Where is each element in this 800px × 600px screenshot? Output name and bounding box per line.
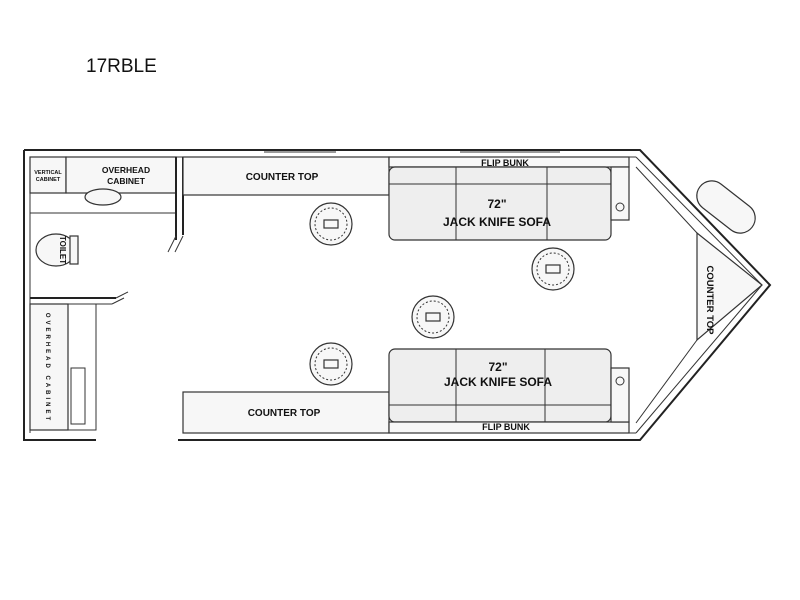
vertical-cabinet-label-1: VERTICAL bbox=[34, 170, 62, 176]
exterior-tank bbox=[696, 180, 756, 234]
toilet: TOILET bbox=[35, 233, 79, 267]
front-counter-top: COUNTER TOP bbox=[635, 166, 763, 424]
front-overhead-cabinet: OVERHEAD CABINET bbox=[29, 303, 97, 431]
hole-cover-1 bbox=[309, 202, 353, 246]
overhead-cabinet: OVERHEAD CABINET bbox=[65, 156, 177, 194]
sofa-lower: 72" JACK KNIFE SOFA bbox=[388, 348, 612, 423]
hole-cover-2 bbox=[531, 247, 575, 291]
sofa-upper-name: JACK KNIFE SOFA bbox=[443, 215, 551, 229]
vanity bbox=[29, 188, 177, 214]
hole-cover-3 bbox=[411, 295, 455, 339]
model-title: 17RBLE bbox=[86, 56, 157, 77]
sofa-upper-size: 72" bbox=[487, 197, 506, 211]
vertical-cabinet: VERTICAL CABINET bbox=[29, 156, 67, 194]
end-table-upper bbox=[610, 166, 630, 221]
overhead-cabinet-vertical-label: OVERHEAD CABINET bbox=[44, 313, 50, 423]
sofa-lower-size: 72" bbox=[488, 360, 507, 374]
flip-bunk-upper-label: FLIP BUNK bbox=[481, 158, 529, 168]
flip-bunk-upper: FLIP BUNK bbox=[388, 156, 630, 168]
toilet-label: TOILET bbox=[58, 236, 67, 264]
hole-cover-4 bbox=[309, 342, 353, 386]
counter-top-upper: COUNTER TOP bbox=[182, 156, 390, 196]
overhead-cabinet-label-2: CABINET bbox=[107, 176, 146, 186]
flip-bunk-lower: FLIP BUNK bbox=[388, 421, 630, 434]
sofa-lower-name: JACK KNIFE SOFA bbox=[444, 375, 552, 389]
vertical-cabinet-label-2: CABINET bbox=[36, 177, 61, 183]
counter-top-lower: COUNTER TOP bbox=[182, 391, 390, 434]
counter-top-lower-label: COUNTER TOP bbox=[248, 408, 321, 419]
front-counter-top-label: COUNTER TOP bbox=[704, 266, 715, 336]
end-table-lower bbox=[610, 367, 630, 423]
counter-top-upper-label: COUNTER TOP bbox=[246, 172, 319, 183]
overhead-cabinet-label-1: OVERHEAD bbox=[102, 165, 150, 175]
sofa-upper: 72" JACK KNIFE SOFA bbox=[388, 166, 612, 241]
flip-bunk-lower-label: FLIP BUNK bbox=[482, 422, 530, 432]
sink bbox=[84, 188, 122, 206]
